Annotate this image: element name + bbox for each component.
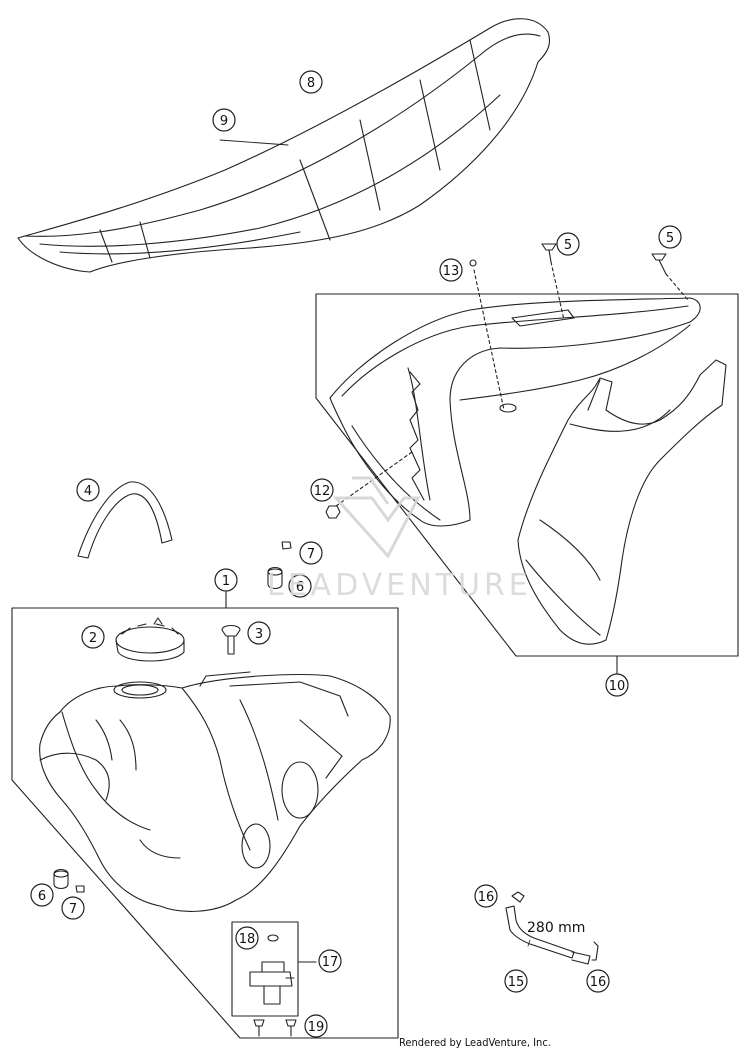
- callout-7-upper-label: 7: [307, 547, 315, 562]
- callout-1-label: 1: [222, 574, 230, 589]
- callout-5b-label: 5: [666, 231, 674, 246]
- callout-6-upper: 6: [288, 574, 312, 598]
- hardware-6-bushing-upper: [267, 566, 283, 590]
- callout-16a-label: 16: [478, 890, 495, 905]
- hardware-7-screw-upper: [281, 541, 292, 550]
- right-shroud-illustration: [517, 359, 727, 645]
- callout-5a: 5: [556, 232, 580, 256]
- credit-text: Rendered by LeadVenture, Inc.: [399, 1036, 551, 1049]
- callout-13: 13: [439, 258, 463, 282]
- fuel-tank-illustration: [39, 671, 391, 912]
- seat-illustration: [17, 18, 551, 273]
- callout-18-label: 18: [239, 932, 256, 947]
- callout-6-lower-label: 6: [38, 889, 46, 904]
- fuel-tap-illustration: [249, 934, 295, 1005]
- callout-3: 3: [247, 621, 271, 645]
- callout-2: 2: [81, 625, 105, 649]
- callout-8-label: 8: [307, 76, 315, 91]
- dimension-label: 280 mm: [527, 920, 585, 936]
- watermark: LEADVENTURE: [267, 476, 532, 603]
- fuel-cap-illustration: [115, 617, 185, 662]
- hardware-5-screw-b: [651, 253, 689, 301]
- callout-16b-label: 16: [590, 975, 607, 990]
- callout-set: 8 9 13 5 5 4 12 7 6 1 2 3 10 6 7 16 18 1…: [30, 70, 682, 1038]
- hardware-19-screws: [253, 1019, 297, 1037]
- shroud-group-outline: [315, 293, 739, 657]
- callout-10: 10: [605, 673, 629, 697]
- callout-16b: 16: [586, 969, 610, 993]
- watermark-text: LEADVENTURE: [267, 568, 532, 603]
- fuel-tap-group-outline: [231, 921, 299, 1017]
- callout-19-label: 19: [308, 1020, 325, 1035]
- callout-15: 15: [504, 969, 528, 993]
- hardware-7-screw-lower: [75, 885, 85, 893]
- fuel-line-illustration: [505, 891, 599, 965]
- callout-8: 8: [299, 70, 323, 94]
- callout-7-lower-label: 7: [69, 902, 77, 917]
- callout-1: 1: [214, 568, 238, 592]
- callout-6-upper-label: 6: [296, 580, 304, 595]
- hardware-13-screw: [469, 259, 505, 411]
- callout-18: 18: [235, 926, 259, 950]
- callout-12-label: 12: [314, 484, 331, 499]
- hardware-3-screw: [221, 624, 241, 655]
- callout-17-label: 17: [322, 955, 339, 970]
- callout-15-label: 15: [508, 975, 525, 990]
- callout-16a: 16: [474, 884, 498, 908]
- callout-9: 9: [212, 108, 236, 132]
- callout-7-lower: 7: [61, 896, 85, 920]
- callout-6-lower: 6: [30, 883, 54, 907]
- callout-5a-label: 5: [564, 238, 572, 253]
- hardware-12-nut: [325, 451, 413, 519]
- callout-5b: 5: [658, 225, 682, 249]
- left-shroud-illustration: [329, 297, 701, 527]
- callout-4: 4: [76, 478, 100, 502]
- callout-7-upper: 7: [299, 541, 323, 565]
- callout-13-label: 13: [443, 264, 460, 279]
- callout-2-label: 2: [89, 631, 97, 646]
- hardware-6-bushing-lower: [53, 868, 69, 890]
- hardware-5-screw-a: [541, 243, 565, 321]
- callout-10-label: 10: [609, 679, 626, 694]
- callout-4-label: 4: [84, 484, 92, 499]
- callout-19: 19: [304, 1014, 328, 1038]
- callout-9-label: 9: [220, 114, 228, 129]
- callout-3-label: 3: [255, 627, 263, 642]
- fuel-tank-group-outline: [11, 607, 399, 1039]
- callout-17: 17: [318, 949, 342, 973]
- breather-hose-illustration: [77, 481, 173, 559]
- callout-12: 12: [310, 478, 334, 502]
